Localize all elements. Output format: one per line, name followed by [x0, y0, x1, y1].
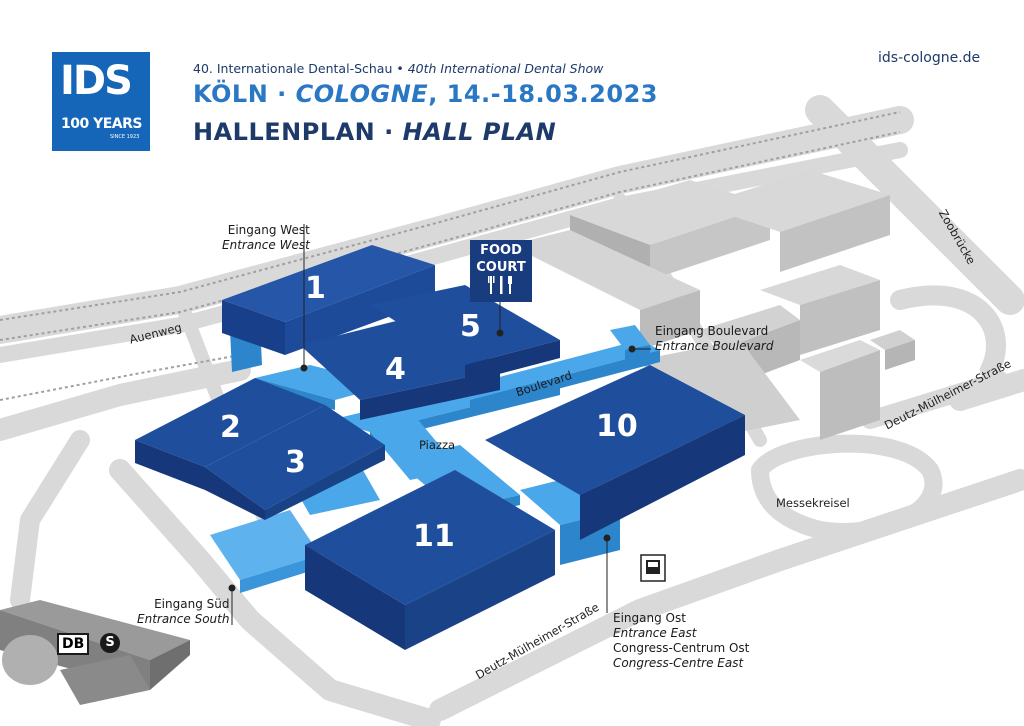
entrance-boulevard-de: Eingang Boulevard [655, 324, 769, 338]
food-court-line1: FOOD [480, 243, 522, 258]
cutlery-icon [488, 276, 512, 294]
entrance-south-de: Eingang Süd [154, 597, 230, 611]
title-separator: · [375, 118, 403, 146]
hall-blocks [135, 245, 745, 650]
food-court-sign[interactable]: FOOD COURT [470, 240, 532, 302]
hall-label-3[interactable]: 3 [285, 445, 306, 480]
website-link[interactable]: ids-cologne.de [878, 50, 981, 66]
food-court-line2: COURT [476, 260, 526, 275]
tram-stop-icon [640, 554, 666, 582]
entrance-south-en: Entrance South [137, 612, 230, 626]
hall-label-5[interactable]: 5 [460, 309, 481, 344]
show-subtitle: 40. Internationale Dental-Schau • 40th I… [193, 61, 603, 76]
location-dates: KÖLN · COLOGNE, 14.-18.03.2023 [193, 80, 658, 108]
page-title: HALLENPLAN · HALL PLAN [193, 118, 556, 146]
sbahn-badge: S [100, 633, 120, 653]
hall-label-4[interactable]: 4 [385, 352, 406, 387]
hall-label-10[interactable]: 10 [596, 409, 638, 444]
entrance-west-de: Eingang West [227, 223, 310, 237]
entrance-boulevard-label: Eingang Boulevard Entrance Boulevard [655, 324, 773, 354]
leader-lines [228, 224, 651, 625]
location-german: KÖLN [193, 80, 269, 108]
logo-years: 100 YEARS [61, 116, 143, 132]
entrance-east-en: Entrance East [613, 626, 697, 640]
title-english: HALL PLAN [402, 118, 557, 146]
db-badge: DB [57, 633, 90, 655]
rail-lines [0, 111, 901, 401]
logo-wordmark: IDS [60, 58, 133, 104]
hall-label-11[interactable]: 11 [413, 519, 455, 554]
hall-label-2[interactable]: 2 [220, 410, 241, 445]
hall-label-1[interactable]: 1 [305, 271, 326, 306]
ids-logo: IDS 100 YEARS SINCE 1923 [52, 52, 150, 151]
piazza-label: Piazza [419, 438, 456, 452]
location-english: COLOGNE [295, 80, 429, 108]
logo-since: SINCE 1923 [110, 134, 140, 140]
grey-buildings [510, 170, 915, 440]
entrance-west-label: Eingang West Entrance West [222, 223, 310, 253]
entrance-boulevard-en: Entrance Boulevard [655, 339, 774, 353]
street-messekreisel: Messekreisel [776, 496, 850, 510]
subtitle-german: 40. Internationale Dental-Schau [193, 61, 393, 76]
event-dates: , 14.-18.03.2023 [428, 80, 658, 108]
entrance-west-en: Entrance West [222, 238, 310, 252]
congress-centre-en: Congress-Centre East [613, 656, 744, 670]
subtitle-separator: • [396, 61, 404, 76]
entrance-east-label: Eingang Ost Entrance East Congress-Centr… [613, 611, 749, 671]
entrance-east-de: Eingang Ost [613, 611, 686, 625]
title-german: HALLENPLAN [193, 118, 376, 146]
subtitle-english: 40th International Dental Show [407, 61, 604, 76]
location-separator: · [268, 80, 296, 108]
entrance-south-label: Eingang Süd Entrance South [137, 597, 229, 627]
congress-centre-de: Congress-Centrum Ost [613, 641, 750, 655]
